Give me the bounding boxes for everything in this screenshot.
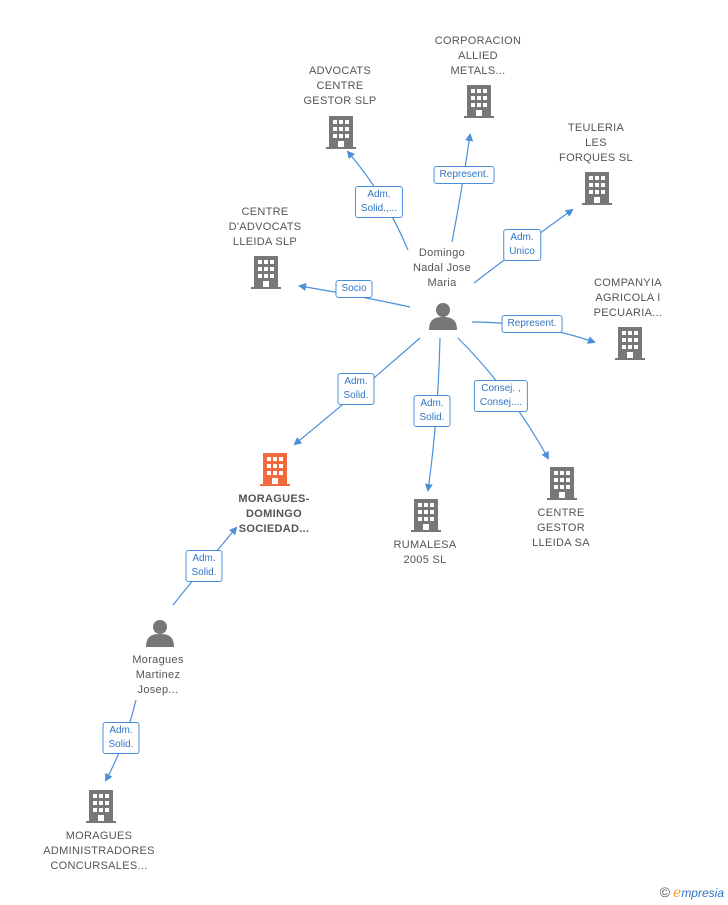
edge-label-adm-solid[interactable]: Adm. Solid. bbox=[413, 395, 451, 427]
label-line: Represent. bbox=[507, 318, 557, 329]
label-line: CENTRE bbox=[241, 206, 289, 218]
label-line: MORAGUES bbox=[65, 830, 133, 842]
node-centre-advocats-lleida[interactable]: CENTRE D'ADVOCATS LLEIDA SLP bbox=[229, 205, 302, 250]
building-icon bbox=[326, 116, 356, 149]
label-line: LES bbox=[585, 137, 607, 149]
label-line: Unico bbox=[509, 246, 535, 257]
edge-label-socio[interactable]: Socio bbox=[335, 280, 373, 298]
node-advocats-centre-gestor[interactable]: ADVOCATS CENTRE GESTOR SLP bbox=[303, 64, 376, 109]
node-rumalesa[interactable]: RUMALESA 2005 SL bbox=[394, 538, 457, 568]
node-moragues-domingo[interactable]: MORAGUES- DOMINGO SOCIEDAD... bbox=[238, 492, 309, 537]
copyright-symbol: © bbox=[659, 884, 671, 900]
label-line: ADMINISTRADORES bbox=[43, 845, 155, 857]
edge-label-adm-solid[interactable]: Adm. Solid. bbox=[102, 722, 140, 754]
label-line: D'ADVOCATS bbox=[228, 221, 302, 233]
edge-label-represent[interactable]: Represent. bbox=[501, 315, 563, 333]
label-line: Solid. bbox=[343, 390, 369, 401]
label-line: Solid. bbox=[191, 567, 217, 578]
label-line: GESTOR bbox=[536, 522, 586, 534]
brand-initial: e bbox=[673, 885, 682, 901]
edge-label-adm-solid[interactable]: Adm. Solid.,... bbox=[354, 186, 404, 218]
label-line: Socio bbox=[341, 283, 367, 294]
label-line: Maria bbox=[427, 277, 457, 289]
label-line: 2005 SL bbox=[403, 554, 447, 566]
building-icon bbox=[411, 499, 441, 532]
label-line: CORPORACION bbox=[434, 35, 522, 47]
label-line: Nadal Jose bbox=[412, 262, 472, 274]
brand-name: mpresia bbox=[681, 886, 724, 900]
label-line: CENTRE bbox=[537, 507, 585, 519]
node-centre-gestor-lleida[interactable]: CENTRE GESTOR LLEIDA SA bbox=[532, 506, 590, 551]
label-line: Adm. bbox=[192, 553, 216, 564]
label-line: Consej.... bbox=[479, 397, 523, 408]
label-line: DOMINGO bbox=[246, 508, 302, 520]
label-line: GESTOR SLP bbox=[303, 95, 377, 107]
label-line: LLEIDA SLP bbox=[232, 236, 298, 248]
building-icon bbox=[582, 172, 612, 205]
label-line: CONCURSALES... bbox=[50, 860, 148, 872]
edge-label-represent[interactable]: Represent. bbox=[433, 166, 495, 184]
label-line: PECUARIA... bbox=[593, 307, 663, 319]
person-icon bbox=[429, 303, 457, 330]
label-line: Solid.,... bbox=[360, 203, 398, 214]
edge-corporacion bbox=[451, 133, 474, 243]
label-line: Adm. bbox=[367, 189, 391, 200]
person-icon bbox=[146, 620, 174, 647]
edge-label-consej[interactable]: Consej. , Consej.... bbox=[473, 380, 529, 412]
label-line: Consej. , bbox=[481, 383, 521, 394]
empresia-logo[interactable]: ©empresia bbox=[660, 884, 724, 901]
node-companyia-agricola[interactable]: COMPANYIA AGRICOLA I PECUARIA... bbox=[594, 276, 663, 321]
label-line: Solid. bbox=[108, 739, 134, 750]
label-line: MORAGUES- bbox=[238, 493, 310, 505]
label-line: Adm. bbox=[109, 725, 133, 736]
label-line: Moragues bbox=[132, 654, 184, 666]
building-icon bbox=[251, 256, 281, 289]
edge-label-adm-solid[interactable]: Adm. Solid. bbox=[185, 550, 223, 582]
label-line: Martinez bbox=[135, 669, 181, 681]
label-line: LLEIDA SA bbox=[532, 537, 590, 549]
label-line: ADVOCATS bbox=[308, 65, 372, 77]
label-line: FORQUES SL bbox=[559, 152, 633, 164]
building-icon bbox=[547, 467, 577, 500]
label-line: METALS... bbox=[450, 65, 506, 77]
building-icon bbox=[464, 85, 494, 118]
building-icon bbox=[615, 327, 645, 360]
label-line: Josep... bbox=[137, 684, 179, 696]
building-icon bbox=[260, 453, 290, 486]
node-corporacion-allied-metals[interactable]: CORPORACION ALLIED METALS... bbox=[435, 34, 521, 79]
edge-label-adm-unico[interactable]: Adm. Unico bbox=[503, 229, 541, 261]
edge-label-adm-solid[interactable]: Adm. Solid. bbox=[337, 373, 375, 405]
label-line: Domingo bbox=[418, 247, 466, 259]
label-line: AGRICOLA I bbox=[595, 292, 661, 304]
node-moragues-administradores[interactable]: MORAGUES ADMINISTRADORES CONCURSALES... bbox=[43, 829, 154, 874]
node-teuleria-les-forques[interactable]: TEULERIA LES FORQUES SL bbox=[559, 121, 633, 166]
label-line: TEULERIA bbox=[567, 122, 625, 134]
label-line: CENTRE bbox=[316, 80, 364, 92]
label-line: Adm. bbox=[344, 376, 368, 387]
label-line: ALLIED bbox=[458, 50, 498, 62]
label-line: Represent. bbox=[439, 169, 489, 180]
building-icon bbox=[86, 790, 116, 823]
label-line: RUMALESA bbox=[393, 539, 457, 551]
label-line: COMPANYIA bbox=[594, 277, 662, 289]
label-line: Adm. bbox=[420, 398, 444, 409]
label-line: Adm. bbox=[510, 232, 534, 243]
label-line: SOCIEDAD... bbox=[238, 523, 310, 535]
label-line: Solid. bbox=[419, 412, 445, 423]
